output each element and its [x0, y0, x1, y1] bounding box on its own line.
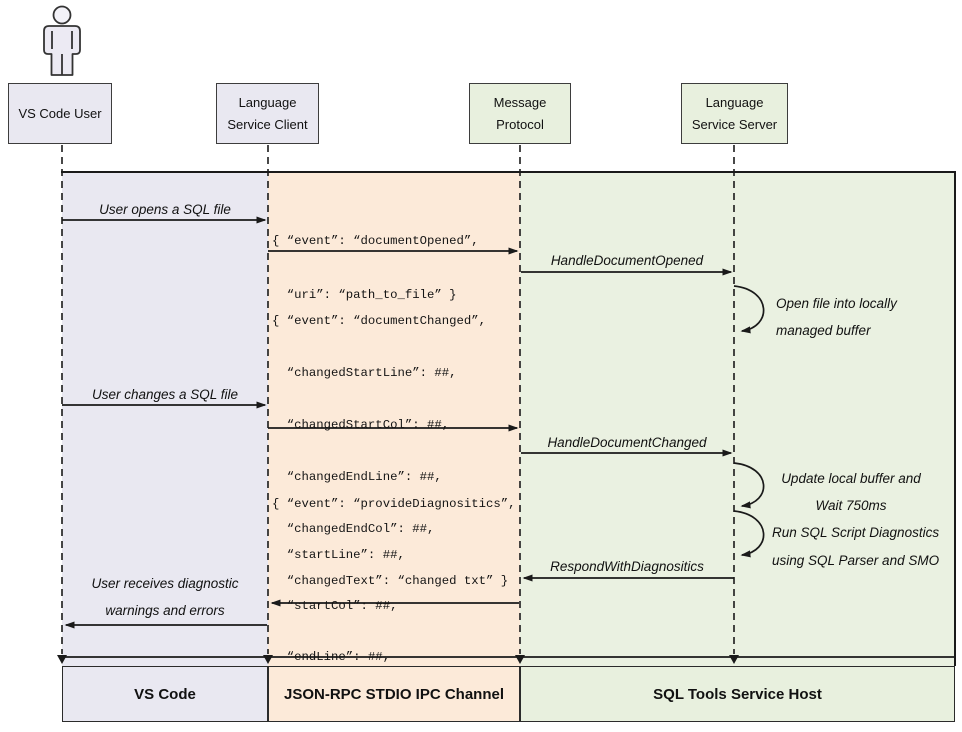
actor-label-line2: Protocol: [496, 117, 544, 132]
json-line: “startCol”: ##,: [272, 598, 398, 613]
json-line: “changedEndLine”: ##,: [272, 470, 442, 484]
note-open-file-line2: managed buffer: [776, 323, 871, 338]
lane-vscode: [62, 173, 268, 666]
note-open-file-line1: Open file into locally: [776, 296, 897, 311]
json-line: { “event”: “documentOpened”,: [272, 234, 479, 248]
footer-box-sql-tools-service-host: SQL Tools Service Host: [520, 666, 955, 722]
json-line: “uri”: “path_to_file” }: [272, 288, 457, 302]
actor-label-line2: Service Client: [227, 117, 308, 132]
actor-label-line1: Message: [493, 95, 547, 110]
note-update-buffer-line2: Wait 750ms: [815, 498, 887, 513]
note-run-diagnostics-line2: using SQL Parser and SMO: [772, 553, 940, 568]
actor-label-line1: Language: [238, 95, 297, 110]
json-line: “endLine”: ##,: [272, 649, 391, 664]
message-user-receives-line2: warnings and errors: [105, 603, 225, 618]
actor-label: VS Code User: [18, 106, 102, 121]
json-document-opened: { “event”: “documentOpened”, “uri”: “pat…: [272, 200, 479, 336]
message-user-receives-line1: User receives diagnostic: [91, 576, 239, 591]
message-handle-document-changed: HandleDocumentChanged: [547, 435, 707, 450]
message-handle-document-opened: HandleDocumentOpened: [550, 253, 704, 268]
json-line: “changedStartCol”: ##,: [272, 418, 450, 432]
footer-label: VS Code: [134, 685, 196, 703]
json-line: “startLine”: ##,: [272, 547, 405, 562]
footer-label: JSON-RPC STDIO IPC Channel: [283, 685, 505, 703]
note-run-diagnostics-line1: Run SQL Script Diagnostics: [772, 525, 940, 540]
json-line: “changedText”: “changed txt” }: [272, 574, 509, 588]
message-user-changes: User changes a SQL file: [91, 387, 239, 402]
lane-service-host: [520, 173, 955, 666]
footer-label: SQL Tools Service Host: [653, 685, 822, 703]
actor-box-language-service-client: Language Service Client: [216, 83, 319, 144]
json-line: { “event”: “provideDiagnositics”,: [272, 496, 516, 511]
actor-box-vscode-user: VS Code User: [8, 83, 112, 144]
message-respond-with-diagnositics: RespondWithDiagnositics: [550, 559, 704, 574]
actor-box-message-protocol: Message Protocol: [469, 83, 571, 144]
json-line: “changedStartLine”: ##,: [272, 366, 457, 380]
note-update-buffer-line1: Update local buffer and: [781, 471, 921, 486]
json-line: { “event”: “documentChanged”,: [272, 314, 487, 328]
message-user-opens: User opens a SQL file: [99, 202, 231, 217]
actor-label-line1: Language: [705, 95, 764, 110]
lane-ipc-channel: [268, 173, 520, 666]
person-actor-icon: [43, 5, 81, 76]
json-document-changed: { “event”: “documentChanged”, “changedSt…: [272, 281, 508, 621]
actor-label-line2: Service Server: [691, 117, 778, 132]
actor-box-language-service-server: Language Service Server: [681, 83, 788, 144]
footer-box-ipc-channel: JSON-RPC STDIO IPC Channel: [268, 666, 520, 722]
json-line: “changedEndCol”: ##,: [272, 522, 435, 536]
footer-box-vscode: VS Code: [62, 666, 268, 722]
